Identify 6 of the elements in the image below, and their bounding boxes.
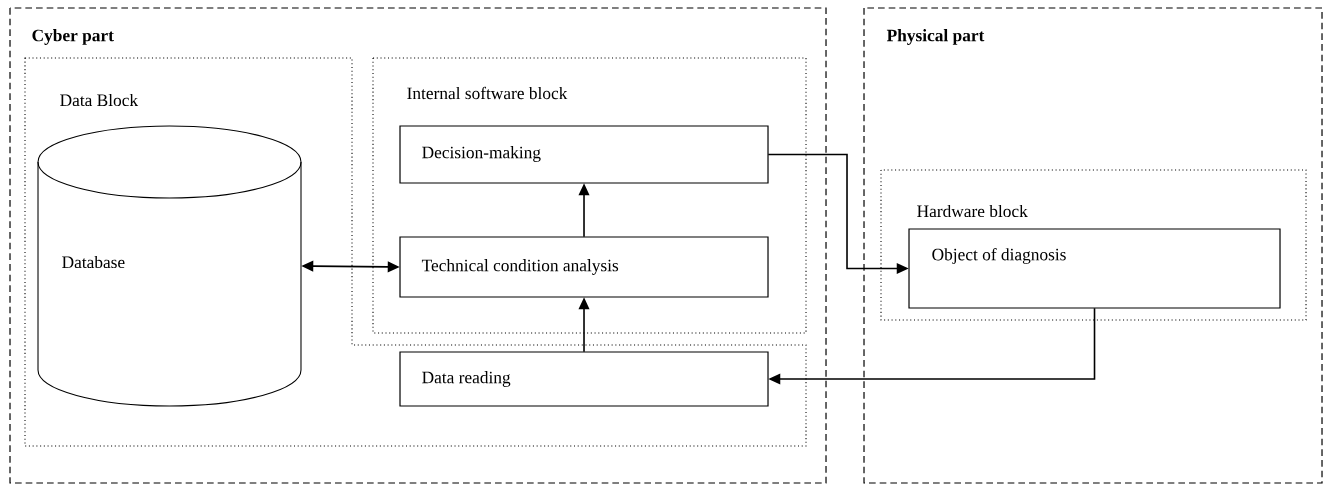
- database-cylinder: Database: [37, 125, 302, 407]
- process-box: Object of diagnosis: [908, 228, 1281, 309]
- process-box: Decision-making: [399, 125, 769, 184]
- process-box: Technical condition analysis: [399, 236, 769, 298]
- node-label: Database: [62, 255, 125, 269]
- process-box: Data reading: [399, 351, 769, 407]
